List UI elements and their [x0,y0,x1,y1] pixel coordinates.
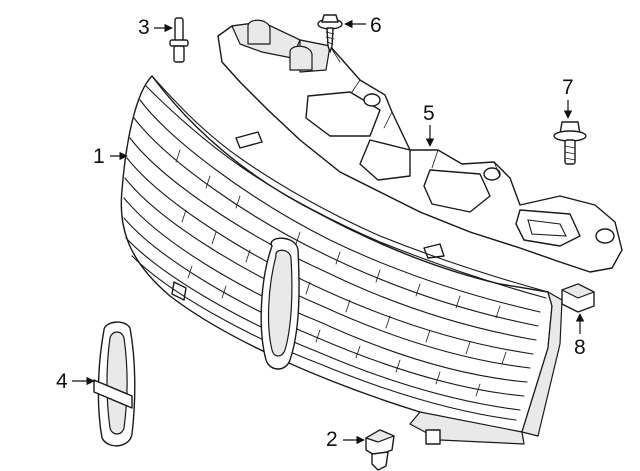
screw[interactable] [317,14,343,53]
grille[interactable] [120,75,563,445]
svg-text:7: 7 [562,76,574,99]
push-pin[interactable] [169,17,189,63]
svg-text:1: 1 [93,145,105,168]
callout-3: 3 [138,16,173,39]
svg-text:5: 5 [423,102,435,125]
callout-5: 5 [423,102,435,147]
mounting-bracket[interactable] [217,19,623,273]
callout-8: 8 [574,313,586,359]
bolt[interactable] [553,121,587,165]
emblem[interactable] [93,321,136,447]
svg-text:3: 3 [138,16,150,39]
svg-text:2: 2 [326,428,338,451]
callout-2: 2 [326,428,365,451]
callout-6: 6 [344,14,382,37]
callout-1: 1 [93,145,128,168]
svg-text:6: 6 [370,14,382,37]
callout-7: 7 [562,76,574,119]
clip-nut[interactable] [365,429,395,471]
svg-text:4: 4 [56,370,68,393]
retainer-clip[interactable] [561,283,595,313]
callout-4: 4 [56,370,95,393]
svg-text:8: 8 [574,336,586,359]
